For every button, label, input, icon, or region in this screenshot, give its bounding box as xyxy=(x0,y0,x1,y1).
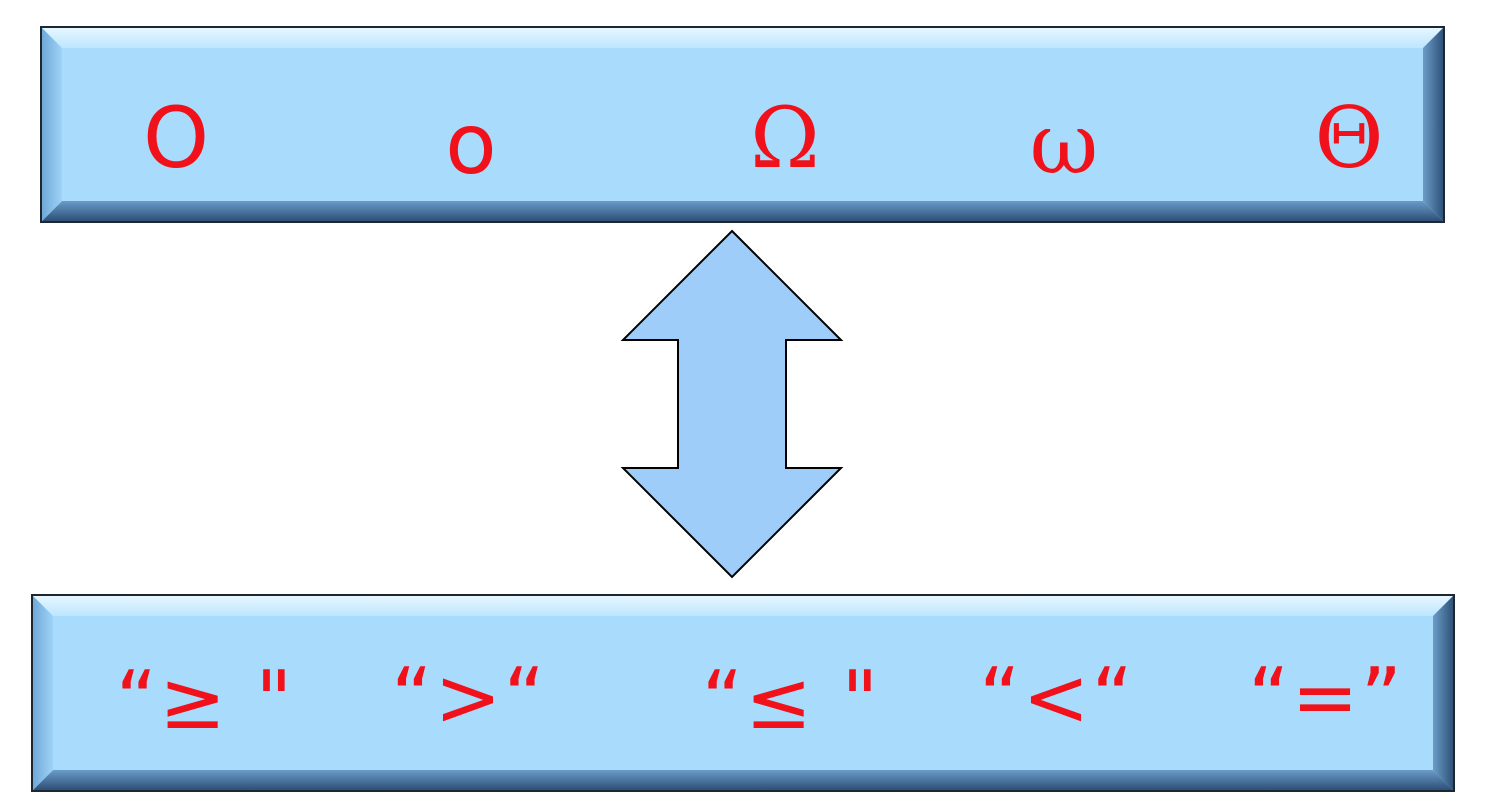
bottom-panel-bevel xyxy=(33,596,1453,790)
capital-o-symbol: O xyxy=(142,89,210,187)
small-o-symbol: o xyxy=(445,95,497,193)
less-than-symbol: “<“ xyxy=(979,651,1135,744)
capital-omega-symbol: Ω xyxy=(750,89,820,187)
equals-symbol: “=” xyxy=(1248,651,1404,744)
less-or-equal-symbol: “≤ " xyxy=(701,654,881,747)
capital-theta-symbol: Θ xyxy=(1314,89,1384,187)
greater-or-equal-symbol: “≥ " xyxy=(115,654,295,747)
bottom-symbol-row: “≥ " “>“ “≤ " “<“ “=” xyxy=(33,596,1453,790)
top-symbol-row: O o Ω ω Θ xyxy=(42,28,1443,221)
bottom-symbol-panel: “≥ " “>“ “≤ " “<“ “=” xyxy=(31,594,1455,792)
small-omega-symbol: ω xyxy=(1029,95,1099,193)
double-headed-arrow-icon xyxy=(620,229,844,579)
top-symbol-panel: O o Ω ω Θ xyxy=(40,26,1445,223)
greater-than-symbol: “>“ xyxy=(391,651,547,744)
top-panel-bevel xyxy=(42,28,1443,221)
